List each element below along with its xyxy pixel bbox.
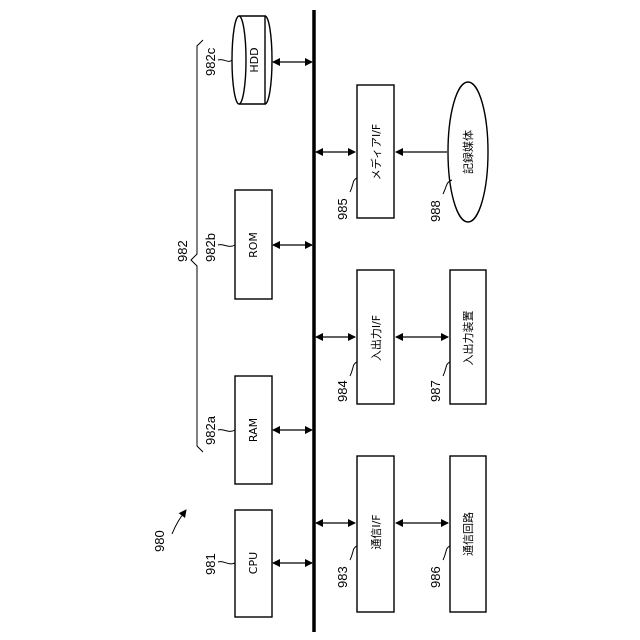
io-device-label: 入出力装置 xyxy=(461,311,475,366)
ref-987: 987 xyxy=(428,380,443,402)
comm-line-label: 通信回路 xyxy=(462,512,475,556)
ref-980-arrow xyxy=(172,510,186,534)
media-if-label: メディアI/F xyxy=(369,124,383,181)
cpu-label: CPU xyxy=(247,552,260,574)
hdd-label: HDD xyxy=(248,47,261,72)
ref-985-leader xyxy=(350,178,357,192)
ref-982a-leader xyxy=(218,430,235,432)
ref-986: 986 xyxy=(428,566,443,588)
ref-981-leader xyxy=(218,562,235,564)
ref-984: 984 xyxy=(335,380,350,402)
io-if-label: 入出力I/F xyxy=(369,315,383,361)
ram-label: RAM xyxy=(247,418,260,442)
ref-984-leader xyxy=(350,362,357,376)
ref-987-leader xyxy=(443,362,450,376)
storage-medium-label: 記録媒体 xyxy=(461,130,475,174)
ref-982: 982 xyxy=(175,240,190,262)
comm-if-label: 通信I/F xyxy=(370,514,383,549)
rom-label: ROM xyxy=(247,232,260,258)
ref-982b-leader xyxy=(218,245,235,247)
ref-983: 983 xyxy=(335,566,350,588)
ref-982b: 982b xyxy=(203,233,218,262)
ref-981: 981 xyxy=(203,553,218,575)
ref-980: 980 xyxy=(152,530,167,552)
ref-986-leader xyxy=(443,546,450,560)
memory-group-bracket xyxy=(191,40,203,452)
ref-982c: 982c xyxy=(203,47,218,76)
ref-982c-leader xyxy=(218,60,232,62)
ref-985: 985 xyxy=(335,198,350,220)
ref-988: 988 xyxy=(428,200,443,222)
ref-982a: 982a xyxy=(203,415,218,445)
ref-983-leader xyxy=(350,546,357,560)
